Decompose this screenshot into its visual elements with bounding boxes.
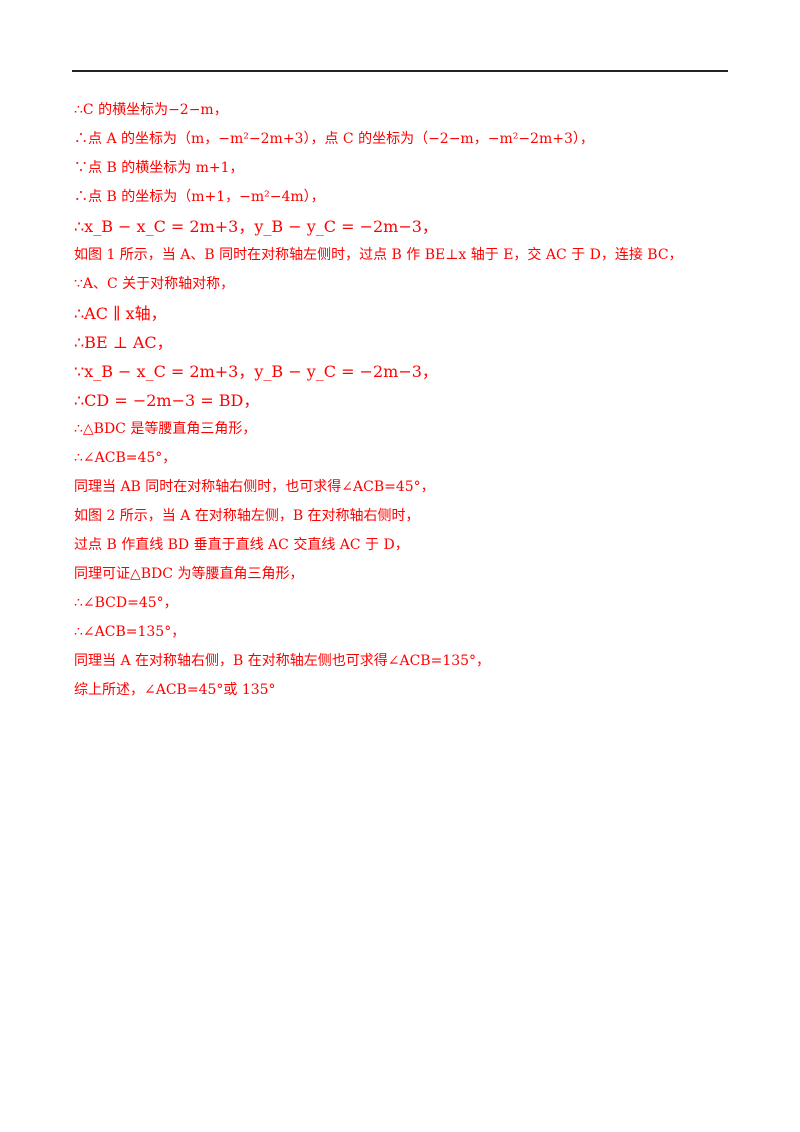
solution-line: ∵A、C 关于对称轴对称， — [74, 276, 235, 292]
solution-line: 如图 2 所示，当 A 在对称轴左侧，B 在对称轴右侧时， — [74, 508, 420, 524]
solution-line: ∴∠ACB=135°， — [74, 624, 186, 640]
solution-line: ∴∠BCD=45°， — [74, 595, 178, 611]
solution-line: 过点 B 作直线 BD 垂直于直线 AC 交直线 AC 于 D， — [74, 537, 409, 553]
solution-line: ∴C 的横坐标为−2−m， — [74, 102, 228, 118]
solution-line: 同理当 AB 同时在对称轴右侧时，也可求得∠ACB=45°， — [74, 479, 435, 495]
solution-line: 如图 1 所示，当 A、B 同时在对称轴左侧时，过点 B 作 BE⊥x 轴于 E… — [74, 247, 683, 263]
solution-line: ∴BE ⊥ AC， — [74, 333, 173, 352]
solution-line: ∴x_B − x_C = 2m+3，y_B − y_C = −2m−3， — [74, 217, 438, 236]
header-rule — [72, 70, 728, 72]
solution-line: ∴点 A 的坐标为（m，−m²−2m+3），点 C 的坐标为（−2−m，−m²−… — [74, 131, 594, 147]
solution-line: ∴∠ACB=45°， — [74, 450, 177, 466]
solution-line: ∴AC ∥ x轴， — [74, 304, 167, 323]
solution-line: 同理可证△BDC 为等腰直角三角形， — [74, 566, 304, 582]
solution-line: ∴△BDC 是等腰直角三角形， — [74, 421, 257, 437]
solution-line: ∴点 B 的坐标为（m+1，−m²−4m）， — [74, 189, 325, 205]
solution-text: ∴C 的横坐标为−2−m， ∴点 A 的坐标为（m，−m²−2m+3），点 C … — [74, 96, 734, 705]
solution-line: ∴CD = −2m−3 = BD， — [74, 391, 260, 410]
solution-line: ∵点 B 的横坐标为 m+1， — [74, 160, 244, 176]
solution-line: ∵x_B − x_C = 2m+3，y_B − y_C = −2m−3， — [74, 362, 438, 381]
solution-line: 综上所述，∠ACB=45°或 135° — [74, 682, 276, 698]
solution-line: 同理当 A 在对称轴右侧，B 在对称轴左侧也可求得∠ACB=135°， — [74, 653, 491, 669]
